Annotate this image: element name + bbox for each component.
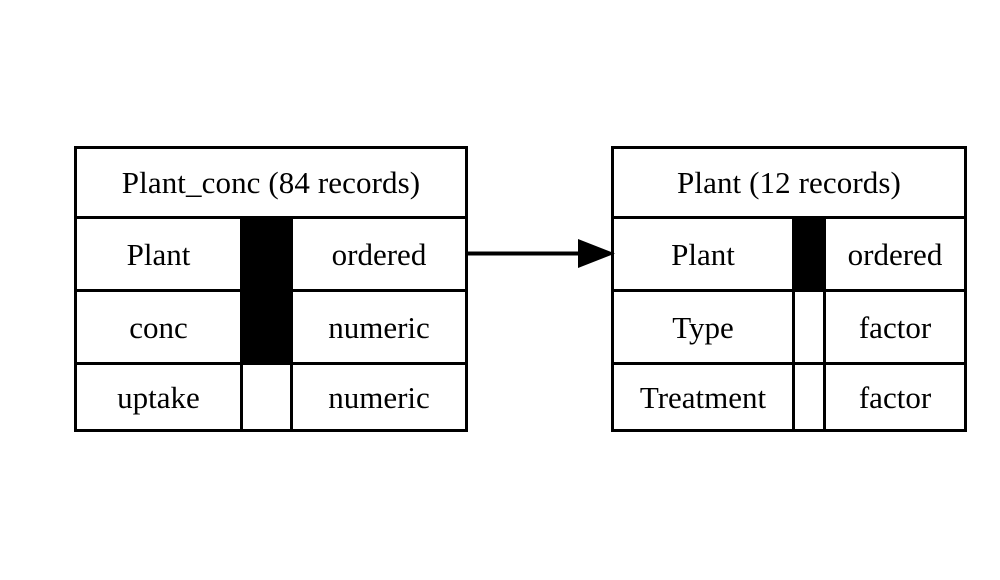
primary-key-marker	[243, 292, 293, 362]
attribute-type: factor	[858, 309, 932, 345]
attribute-type: ordered	[847, 236, 943, 272]
relationship-arrow-plant-conc-to-plant	[468, 239, 615, 268]
attribute-name: uptake	[77, 365, 243, 429]
attribute-row[interactable]: uptake numeric	[77, 365, 465, 429]
attribute-type: numeric	[328, 309, 430, 345]
attribute-row[interactable]: conc numeric	[77, 292, 465, 365]
attribute-type: numeric	[328, 379, 430, 415]
attribute-type: ordered	[331, 236, 427, 272]
attribute-name: Treatment	[614, 365, 795, 429]
attribute-name: Plant	[614, 219, 795, 289]
attribute-type: factor	[858, 379, 932, 415]
primary-key-marker	[243, 219, 293, 289]
attribute-name: Type	[614, 292, 795, 362]
primary-key-marker	[795, 292, 826, 362]
primary-key-marker	[795, 365, 826, 429]
attribute-row[interactable]: Type factor	[614, 292, 964, 365]
entity-title-plant: Plant (12 records)	[614, 149, 964, 219]
attribute-row[interactable]: Plant ordered	[77, 219, 465, 292]
attribute-row[interactable]: Treatment factor	[614, 365, 964, 429]
entity-box-plant[interactable]: Plant (12 records) Plant ordered Type fa…	[611, 146, 967, 432]
entity-box-plant-conc[interactable]: Plant_conc (84 records) Plant ordered co…	[74, 146, 468, 432]
primary-key-marker	[243, 365, 293, 429]
attribute-name: Plant	[77, 219, 243, 289]
entity-title-plant-conc: Plant_conc (84 records)	[77, 149, 465, 219]
primary-key-marker	[795, 219, 826, 289]
attribute-row[interactable]: Plant ordered	[614, 219, 964, 292]
attribute-name: conc	[77, 292, 243, 362]
arrowhead-icon	[578, 239, 615, 268]
